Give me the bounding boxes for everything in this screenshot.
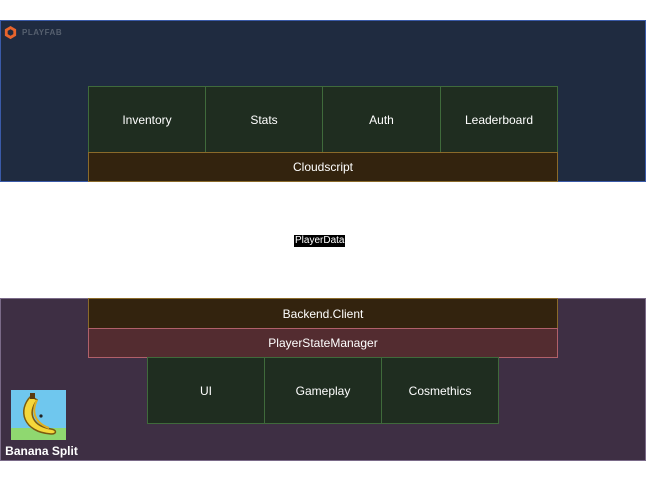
banana-icon — [11, 390, 66, 440]
service-auth: Auth — [322, 86, 441, 153]
cloudscript-box: Cloudscript — [88, 152, 558, 182]
module-cosmethics: Cosmethics — [381, 357, 499, 424]
player-data-label: PlayerData — [294, 235, 346, 247]
app-name-label: Banana Split — [5, 444, 78, 458]
module-ui: UI — [147, 357, 265, 424]
backend-client-box: Backend.Client — [88, 298, 558, 329]
playfab-logo-text: PLAYFAB — [22, 28, 63, 37]
playfab-logo: PLAYFAB — [3, 25, 62, 40]
module-gameplay: Gameplay — [264, 357, 382, 424]
service-stats: Stats — [205, 86, 323, 153]
service-inventory: Inventory — [88, 86, 206, 153]
service-leaderboard: Leaderboard — [440, 86, 558, 153]
player-state-manager-box: PlayerStateManager — [88, 328, 558, 358]
playfab-logo-icon — [4, 25, 17, 40]
